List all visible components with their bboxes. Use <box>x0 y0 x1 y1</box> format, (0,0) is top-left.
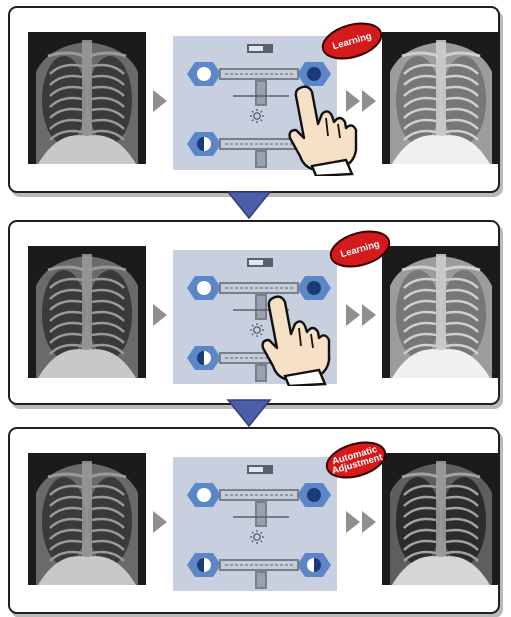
step-panel-2: Learning <box>8 220 500 405</box>
mode-badge: Learning <box>320 22 384 60</box>
xray-output-icon <box>382 32 500 164</box>
down-triangle-icon <box>226 190 272 220</box>
down-triangle-icon <box>226 398 272 428</box>
play-arrow-icon <box>153 90 167 112</box>
double-arrow-icon <box>346 511 378 533</box>
mode-badge: Automatic Adjustment <box>324 441 388 479</box>
mode-badge: Learning <box>328 230 392 268</box>
step-panel-3: Automatic Adjustment <box>8 427 500 614</box>
xray-output-icon <box>382 453 500 585</box>
xray-input-icon <box>28 246 146 378</box>
slider-control-icon <box>173 457 337 591</box>
step-panel-1: Learning <box>8 6 500 193</box>
xray-output-icon <box>382 246 500 378</box>
pointing-hand-icon <box>255 294 333 391</box>
xray-input-icon <box>28 453 146 585</box>
xray-input-icon <box>28 32 146 164</box>
double-arrow-icon <box>346 304 378 326</box>
play-arrow-icon <box>153 304 167 326</box>
pointing-hand-icon <box>282 84 360 181</box>
play-arrow-icon <box>153 511 167 533</box>
